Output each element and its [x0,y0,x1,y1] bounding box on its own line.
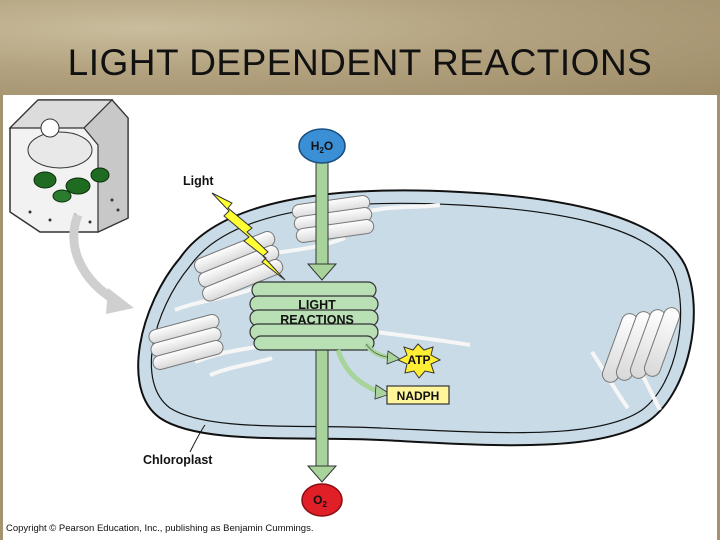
background-border-left [0,95,3,540]
plant-cell-illustration [8,99,129,233]
slide-title: LIGHT DEPENDENT REACTIONS [67,42,653,83]
title-background [0,0,720,95]
atp-label: ATP [407,353,430,367]
chloroplast-label: Chloroplast [143,453,213,467]
light-reactions-label-line2: REACTIONS [280,313,354,327]
copyright-notice: Copyright © Pearson Education, Inc., pub… [6,523,314,534]
chloroplast-leader-line [189,424,206,453]
oxygen-output-arrow [306,349,338,483]
zoom-pointer-arrow [69,213,134,314]
light-reactions-stack [249,281,379,351]
o2-label: O2 [313,493,327,509]
h2o-label: H2O [311,139,333,155]
nadph-box [386,385,450,405]
background-border-right [717,95,720,540]
water-input-arrow [306,157,338,281]
o2-bubble [301,483,343,517]
atp-burst [396,343,442,379]
chloroplast [137,189,695,447]
light-reactions-label-line1: LIGHT [298,298,336,312]
h2o-bubble [298,128,346,164]
atp-nadph-arrows [335,342,401,400]
nadph-label: NADPH [397,389,440,403]
light-label: Light [183,174,214,188]
granum-stack-right [601,307,681,383]
granum-stack-left-lower [148,313,224,371]
lightning-bolt-icon [211,192,286,281]
